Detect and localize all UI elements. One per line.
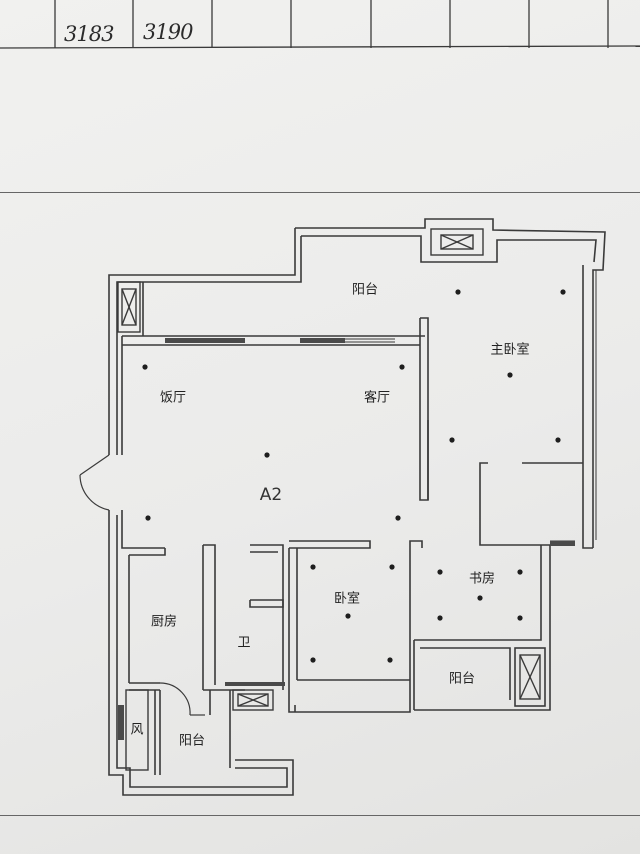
outer-wall-left <box>108 228 296 455</box>
divider-line <box>0 192 640 193</box>
label-kitchen: 厨房 <box>150 614 178 630</box>
label-bedroom: 卧室 <box>333 591 361 607</box>
label-master-bedroom: 主卧室 <box>490 342 530 358</box>
outer-wall <box>295 218 606 548</box>
handwritten-number-1: 3183 <box>64 22 114 46</box>
label-balcony-top: 阳台 <box>351 282 379 298</box>
label-balcony-right: 阳台 <box>448 671 476 687</box>
label-study: 书房 <box>468 571 496 587</box>
label-living: 客厅 <box>363 390 391 406</box>
outer-wall-left-inner <box>116 236 302 455</box>
label-bathroom: 卫 <box>237 635 251 651</box>
label-dining: 饭厅 <box>159 390 187 406</box>
divider-line-bottom <box>0 815 640 816</box>
handwritten-number-2: 3190 <box>143 20 193 44</box>
label-unit: A2 <box>259 485 283 505</box>
label-balcony-bottom: 阳台 <box>178 733 206 749</box>
label-vent: 风 <box>130 722 144 738</box>
outer-wall-inner <box>301 235 597 263</box>
header-table <box>0 0 640 49</box>
